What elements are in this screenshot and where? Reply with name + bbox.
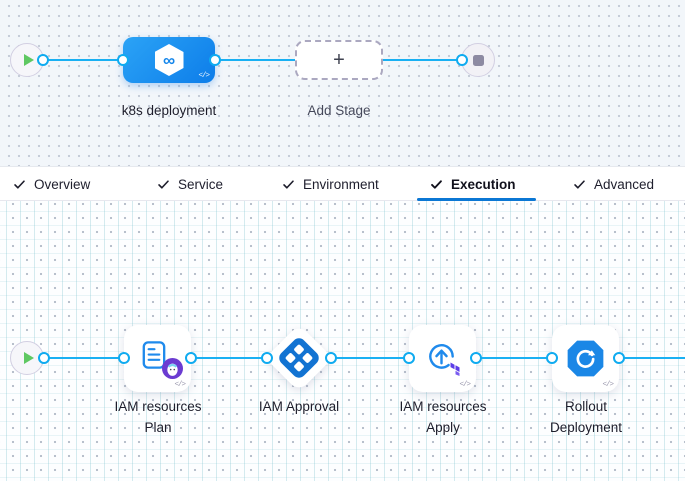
check-icon: [574, 179, 585, 189]
connector-line: [44, 59, 123, 61]
connector-dot: [37, 54, 49, 66]
tab-service[interactable]: Service: [157, 167, 223, 201]
connector-dot: [613, 352, 625, 364]
terraform-icon: [450, 362, 460, 376]
connector-dot: [470, 352, 482, 364]
connector-dot: [261, 352, 273, 364]
step-node-iam-approval[interactable]: [265, 324, 333, 392]
tab-label: Service: [178, 176, 224, 192]
check-icon: [14, 179, 25, 189]
rollout-icon: [567, 340, 604, 377]
connector-line: [191, 357, 267, 359]
active-tab-indicator: [417, 198, 536, 201]
tab-advanced[interactable]: Advanced: [573, 167, 654, 201]
tab-label: Overview: [34, 176, 91, 192]
step-node-rollout-deployment[interactable]: </>: [552, 325, 619, 392]
connector-dot: [456, 54, 468, 66]
opentofu-badge-icon: [162, 358, 183, 379]
connector-dot: [209, 54, 221, 66]
connector-line: [331, 357, 409, 359]
execution-canvas: </> </>: [0, 201, 685, 481]
tab-label: Execution: [451, 176, 516, 192]
tab-environment[interactable]: Environment: [282, 167, 379, 201]
infinity-icon: ∞: [162, 50, 176, 70]
step-label-iam-resources-apply: IAM resources Apply: [399, 399, 487, 435]
approval-grid-icon: [276, 335, 322, 381]
tab-label: Advanced: [594, 176, 655, 192]
stage-canvas: ∞ </> + k8s deployment Add Stage: [0, 0, 685, 166]
stage-label: k8s deployment: [121, 103, 217, 118]
add-stage-label: Add Stage: [307, 103, 371, 118]
connector-dot: [403, 352, 415, 364]
apply-arrow-icon: [429, 344, 454, 369]
connector-line: [619, 357, 685, 359]
stage-node-k8s-deployment[interactable]: ∞ </>: [123, 37, 215, 83]
tab-execution[interactable]: Execution: [430, 167, 516, 201]
harness-cd-hexagon-icon: ∞: [154, 44, 184, 76]
connector-line: [215, 59, 296, 61]
connector-dot: [546, 352, 558, 364]
plus-icon: +: [333, 49, 345, 71]
step-node-iam-resources-plan[interactable]: </>: [124, 325, 191, 392]
connector-dot: [185, 352, 197, 364]
step-node-iam-resources-apply[interactable]: </>: [409, 325, 476, 392]
connector-dot: [38, 352, 50, 364]
connector-line: [476, 357, 552, 359]
play-icon: [23, 54, 34, 66]
stop-icon: [472, 54, 484, 66]
step-label-rollout-deployment: Rollout Deployment: [549, 399, 623, 435]
check-icon: [158, 179, 169, 189]
connector-dot: [117, 54, 129, 66]
play-icon: [23, 352, 34, 364]
connector-line: [44, 357, 124, 359]
connector-dot: [325, 352, 337, 364]
step-label-iam-approval: IAM Approval: [258, 399, 340, 414]
stage-tabs: Overview Service Environment Execution A…: [0, 166, 685, 201]
yaml-code-icon: </>: [602, 381, 613, 389]
yaml-code-icon: </>: [174, 381, 185, 389]
tab-overview[interactable]: Overview: [13, 167, 90, 201]
add-stage-button[interactable]: +: [295, 40, 383, 80]
check-icon: [283, 179, 294, 189]
connector-dot: [118, 352, 130, 364]
step-label-iam-resources-plan: IAM resources Plan: [114, 399, 202, 435]
terraform-plan-document-icon: [142, 341, 166, 369]
yaml-code-icon: </>: [198, 72, 209, 80]
connector-line: [383, 59, 462, 61]
check-icon: [431, 179, 442, 189]
tab-label: Environment: [303, 176, 379, 192]
yaml-code-icon: </>: [459, 381, 470, 389]
